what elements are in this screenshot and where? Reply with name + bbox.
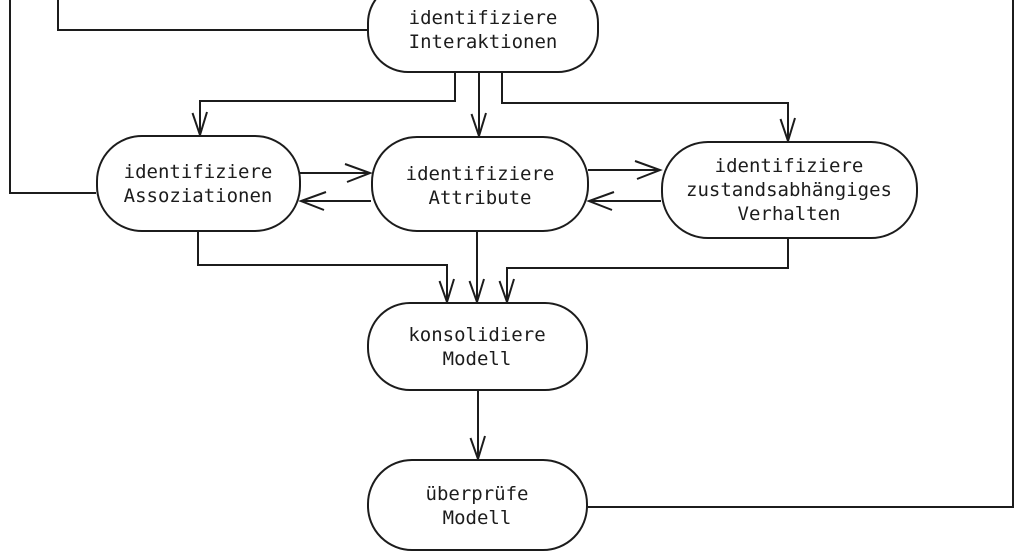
arrowhead-left-assoziationen-icon xyxy=(298,191,327,211)
node-label: Modell xyxy=(443,507,512,529)
node-label: identifiziere xyxy=(124,161,273,183)
edge-feedback-to-interaktionen xyxy=(57,0,367,31)
node-ueberpruefe-modell: überprüfe Modell xyxy=(367,459,588,551)
edges xyxy=(9,0,1014,508)
node-shape-ueberpruefe xyxy=(367,459,588,551)
node-label: Interaktionen xyxy=(409,31,558,53)
node-shape-konsolidiere xyxy=(367,302,588,391)
node-label: überprüfe xyxy=(426,483,529,505)
node-identifiziere-assoziationen: identifiziere Assoziationen xyxy=(96,135,301,232)
node-label: identifiziere xyxy=(406,163,555,185)
node-label: identifiziere xyxy=(409,7,558,29)
node-label: Assoziationen xyxy=(124,185,273,207)
node-shape-assoziationen xyxy=(96,135,301,232)
node-identifiziere-interaktionen: identifiziere Interaktionen xyxy=(367,0,599,73)
node-label: Verhalten xyxy=(738,203,841,225)
edge-feedback-to-assoziationen xyxy=(9,0,96,194)
edge-interaktionen-to-verhalten xyxy=(501,72,789,140)
node-label: konsolidiere xyxy=(408,324,545,346)
node-shape-verhalten xyxy=(661,141,918,239)
edge-assoziationen-to-konsolidiere xyxy=(197,231,448,301)
node-shape-attribute xyxy=(371,136,589,232)
arrowhead-right-attribute-icon xyxy=(344,163,373,183)
node-label: zustandsabhängiges xyxy=(686,179,892,201)
arrowhead-right-verhalten-icon xyxy=(634,160,663,180)
node-label: identifiziere xyxy=(715,155,864,177)
edge-verhalten-to-konsolidiere xyxy=(506,238,789,301)
node-label: Modell xyxy=(443,348,512,370)
node-label: Attribute xyxy=(429,187,532,209)
node-identifiziere-zustandsabhaengiges-verhalten: identifiziere zustandsabhängiges Verhalt… xyxy=(661,141,918,239)
node-shape-interaktionen xyxy=(367,0,599,73)
arrowhead-left-attribute-icon xyxy=(586,191,615,211)
node-konsolidiere-modell: konsolidiere Modell xyxy=(367,302,588,391)
edge-ueberpruefe-feedback-right xyxy=(588,0,1014,508)
edge-interaktionen-to-assoziationen xyxy=(199,72,456,134)
node-identifiziere-attribute: identifiziere Attribute xyxy=(371,136,589,232)
